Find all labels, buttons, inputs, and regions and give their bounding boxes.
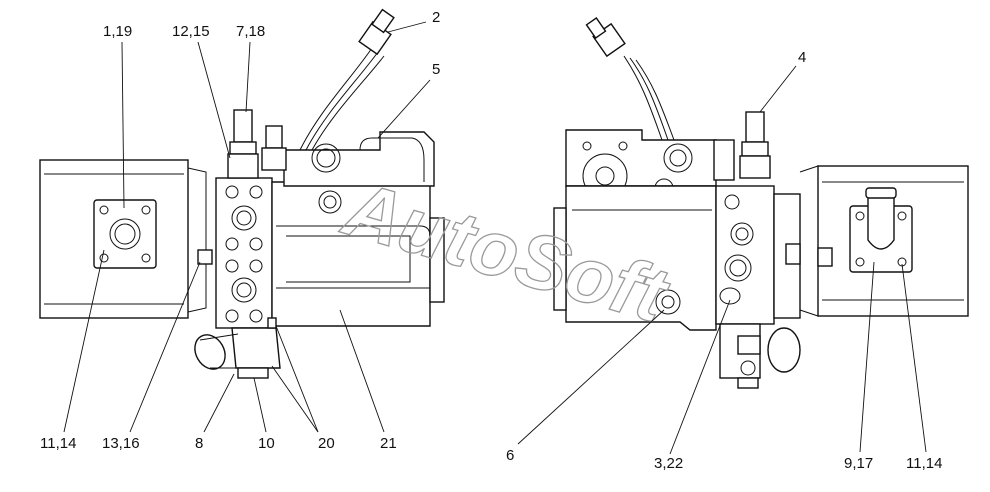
callout-3-22: 3,22	[654, 455, 683, 472]
callout-12-15: 12,15	[172, 23, 210, 40]
right-valve-block	[715, 185, 801, 325]
left-top-sensors	[227, 109, 287, 179]
left-gear-pump	[39, 159, 213, 319]
right-top-sensor	[713, 111, 771, 181]
right-pump-view	[553, 17, 969, 389]
callout-11-14-left: 11,14	[40, 435, 76, 452]
callout-8: 8	[195, 435, 203, 452]
callout-4: 4	[798, 49, 806, 66]
callout-6: 6	[506, 447, 514, 464]
callout-1-19: 1,19	[103, 23, 132, 40]
right-bottom-fittings	[719, 323, 801, 389]
right-cable-connector	[585, 17, 675, 141]
callout-9-17: 9,17	[844, 455, 873, 472]
leader-lines	[63, 21, 927, 455]
left-valve-block	[215, 177, 273, 329]
right-gear-pump	[785, 165, 969, 317]
callout-21: 21	[380, 435, 397, 452]
left-elbow-fitting	[194, 317, 281, 379]
right-main-housing	[553, 129, 717, 331]
callout-20: 20	[318, 435, 335, 452]
callout-10: 10	[258, 435, 275, 452]
left-main-housing	[271, 131, 445, 327]
callout-11-14-right: 11,14	[906, 455, 942, 472]
callout-labels: 1,19 12,15 7,18 2 5 4 11,14 13,16 8 10 2…	[40, 9, 942, 472]
callout-5: 5	[432, 61, 440, 78]
left-cable-connector	[299, 8, 395, 151]
left-pump-view	[39, 8, 445, 379]
callout-7-18: 7,18	[236, 23, 265, 40]
callout-2: 2	[432, 9, 440, 26]
callout-13-16: 13,16	[102, 435, 140, 452]
